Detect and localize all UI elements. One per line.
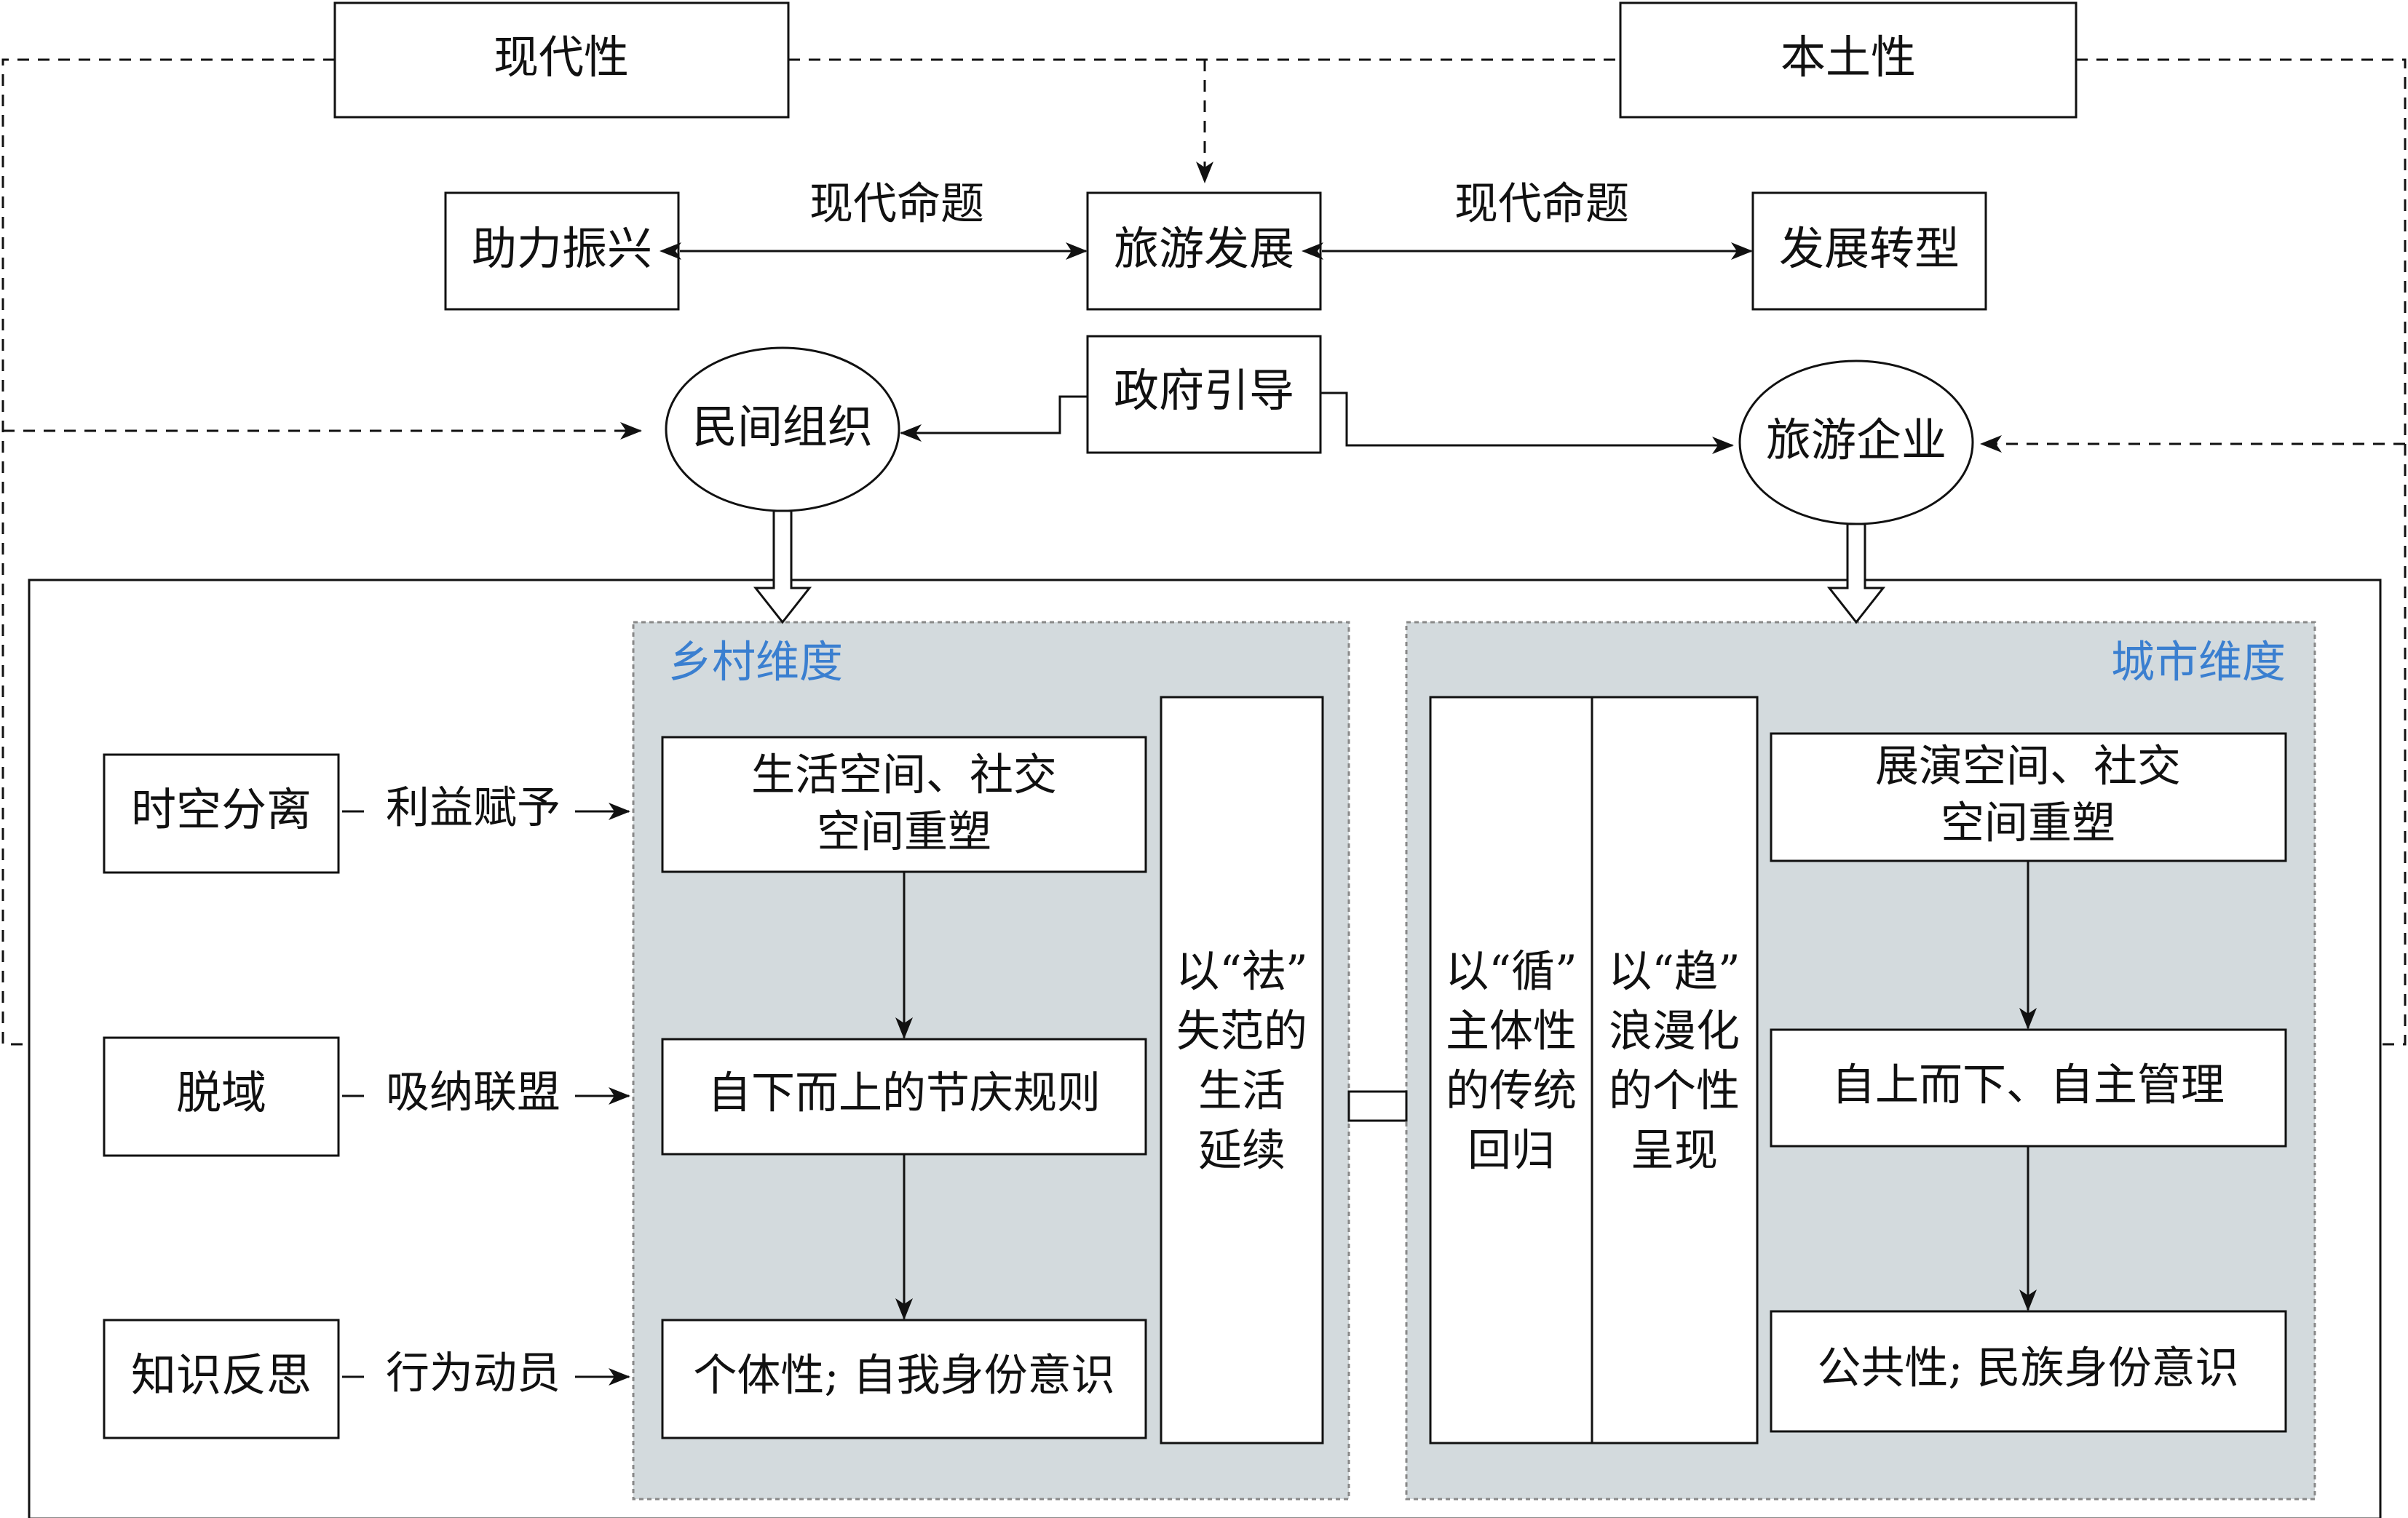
left-edge-label: 现代命题 [809,179,984,230]
urban-box-3-line-1: 公共性; 民族身份意识 [1817,1343,2238,1394]
locality-label: 本土性 [1781,31,1916,84]
urban-column-a-line-2: 主体性 [1446,1006,1577,1057]
tourism-development-label: 旅游发展 [1114,222,1294,275]
urban-box-3: 公共性; 民族身份意识 [1770,1310,2287,1433]
left-goal-label: 助力振兴 [472,222,652,275]
locality-box: 本土性 [1619,1,2078,119]
gov-to-folk-arrow [900,395,1088,442]
urban-box-1-line-2: 空间重塑 [1941,798,2115,849]
urban-box-1-line-1: 展演空间、社交 [1875,742,2181,792]
urban-column-b: 以“趋” 浪漫化 的个性 呈现 [1591,696,1759,1445]
rural-column-line-4: 延续 [1198,1126,1286,1177]
folk-organization-ellipse: 民间组织 [665,346,900,512]
tourism-enterprise-label: 旅游企业 [1766,413,1946,466]
urban-column-a: 以“循” 主体性 的传统 回归 [1429,696,1593,1445]
urban-column-b-line-3: 的个性 [1609,1066,1740,1117]
rural-box-1-line-2: 空间重塑 [817,807,991,858]
rural-box-2-line-1: 自下而上的节庆规则 [708,1068,1101,1119]
folk-hollow-arrow [753,509,812,624]
urban-box-2-line-1: 自上而下、自主管理 [1831,1060,2225,1111]
tourism-development-box: 旅游发展 [1086,191,1322,311]
modernity-label: 现代性 [494,31,629,84]
urban-column-a-line-3: 的传统 [1446,1066,1577,1117]
factor-row-3: 知识反思 行为动员 [103,1319,630,1439]
dashed-connectors [1,58,2407,1046]
urban-column-a-line-1: 以“循” [1445,947,1577,998]
urban-column-b-line-4: 呈现 [1631,1126,1718,1177]
folk-organization-label: 民间组织 [692,400,873,453]
rural-box-3-line-1: 个体性; 自我身份意识 [693,1351,1114,1402]
factor-row-2: 脱域 吸纳联盟 [103,1036,630,1157]
urban-column-b-line-2: 浪漫化 [1609,1006,1740,1057]
factor-box-label: 知识反思 [131,1348,312,1402]
urban-column-a-line-4: 回归 [1468,1126,1555,1177]
enterprise-hollow-arrow [1826,522,1886,624]
rural-box-2: 自下而上的节庆规则 [661,1038,1147,1156]
factor-edge-label: 吸纳联盟 [386,1068,561,1118]
rural-zone-title: 乡村维度 [668,637,843,688]
rural-column-line-3: 生活 [1198,1066,1286,1117]
urban-box-1: 展演空间、社交 空间重塑 [1770,732,2287,862]
rural-column: 以“祛” 失范的 生活 延续 [1160,696,1324,1445]
factor-edge-label: 行为动员 [386,1348,561,1399]
urban-zone-title: 城市维度 [2111,637,2286,688]
rural-box-3: 个体性; 自我身份意识 [661,1319,1147,1439]
urban-box-2: 自上而下、自主管理 [1770,1028,2287,1148]
modernity-box: 现代性 [333,1,790,119]
left-goal-box: 助力振兴 [444,191,680,311]
factor-box-label: 脱域 [176,1066,266,1119]
rural-box-1: 生活空间、社交 空间重塑 [661,736,1147,873]
urban-column-b-line-1: 以“趋” [1608,947,1740,998]
zone-connector [1347,1090,1408,1122]
factor-box-label: 时空分离 [131,783,312,836]
gov-to-enterprise-arrow [1320,392,1734,454]
rural-column-line-2: 失范的 [1176,1006,1307,1057]
government-guidance-label: 政府引导 [1114,364,1294,417]
right-goal-box: 发展转型 [1751,191,1987,311]
government-guidance-box: 政府引导 [1086,335,1322,454]
factor-row-1: 时空分离 利益赋予 [103,753,630,874]
rural-box-1-line-1: 生活空间、社交 [751,750,1057,801]
rural-column-line-1: 以“祛” [1176,947,1307,998]
right-goal-label: 发展转型 [1779,222,1960,275]
factor-edge-label: 利益赋予 [386,783,561,834]
right-edge-label: 现代命题 [1454,179,1629,230]
tourism-enterprise-ellipse: 旅游企业 [1738,359,1974,525]
